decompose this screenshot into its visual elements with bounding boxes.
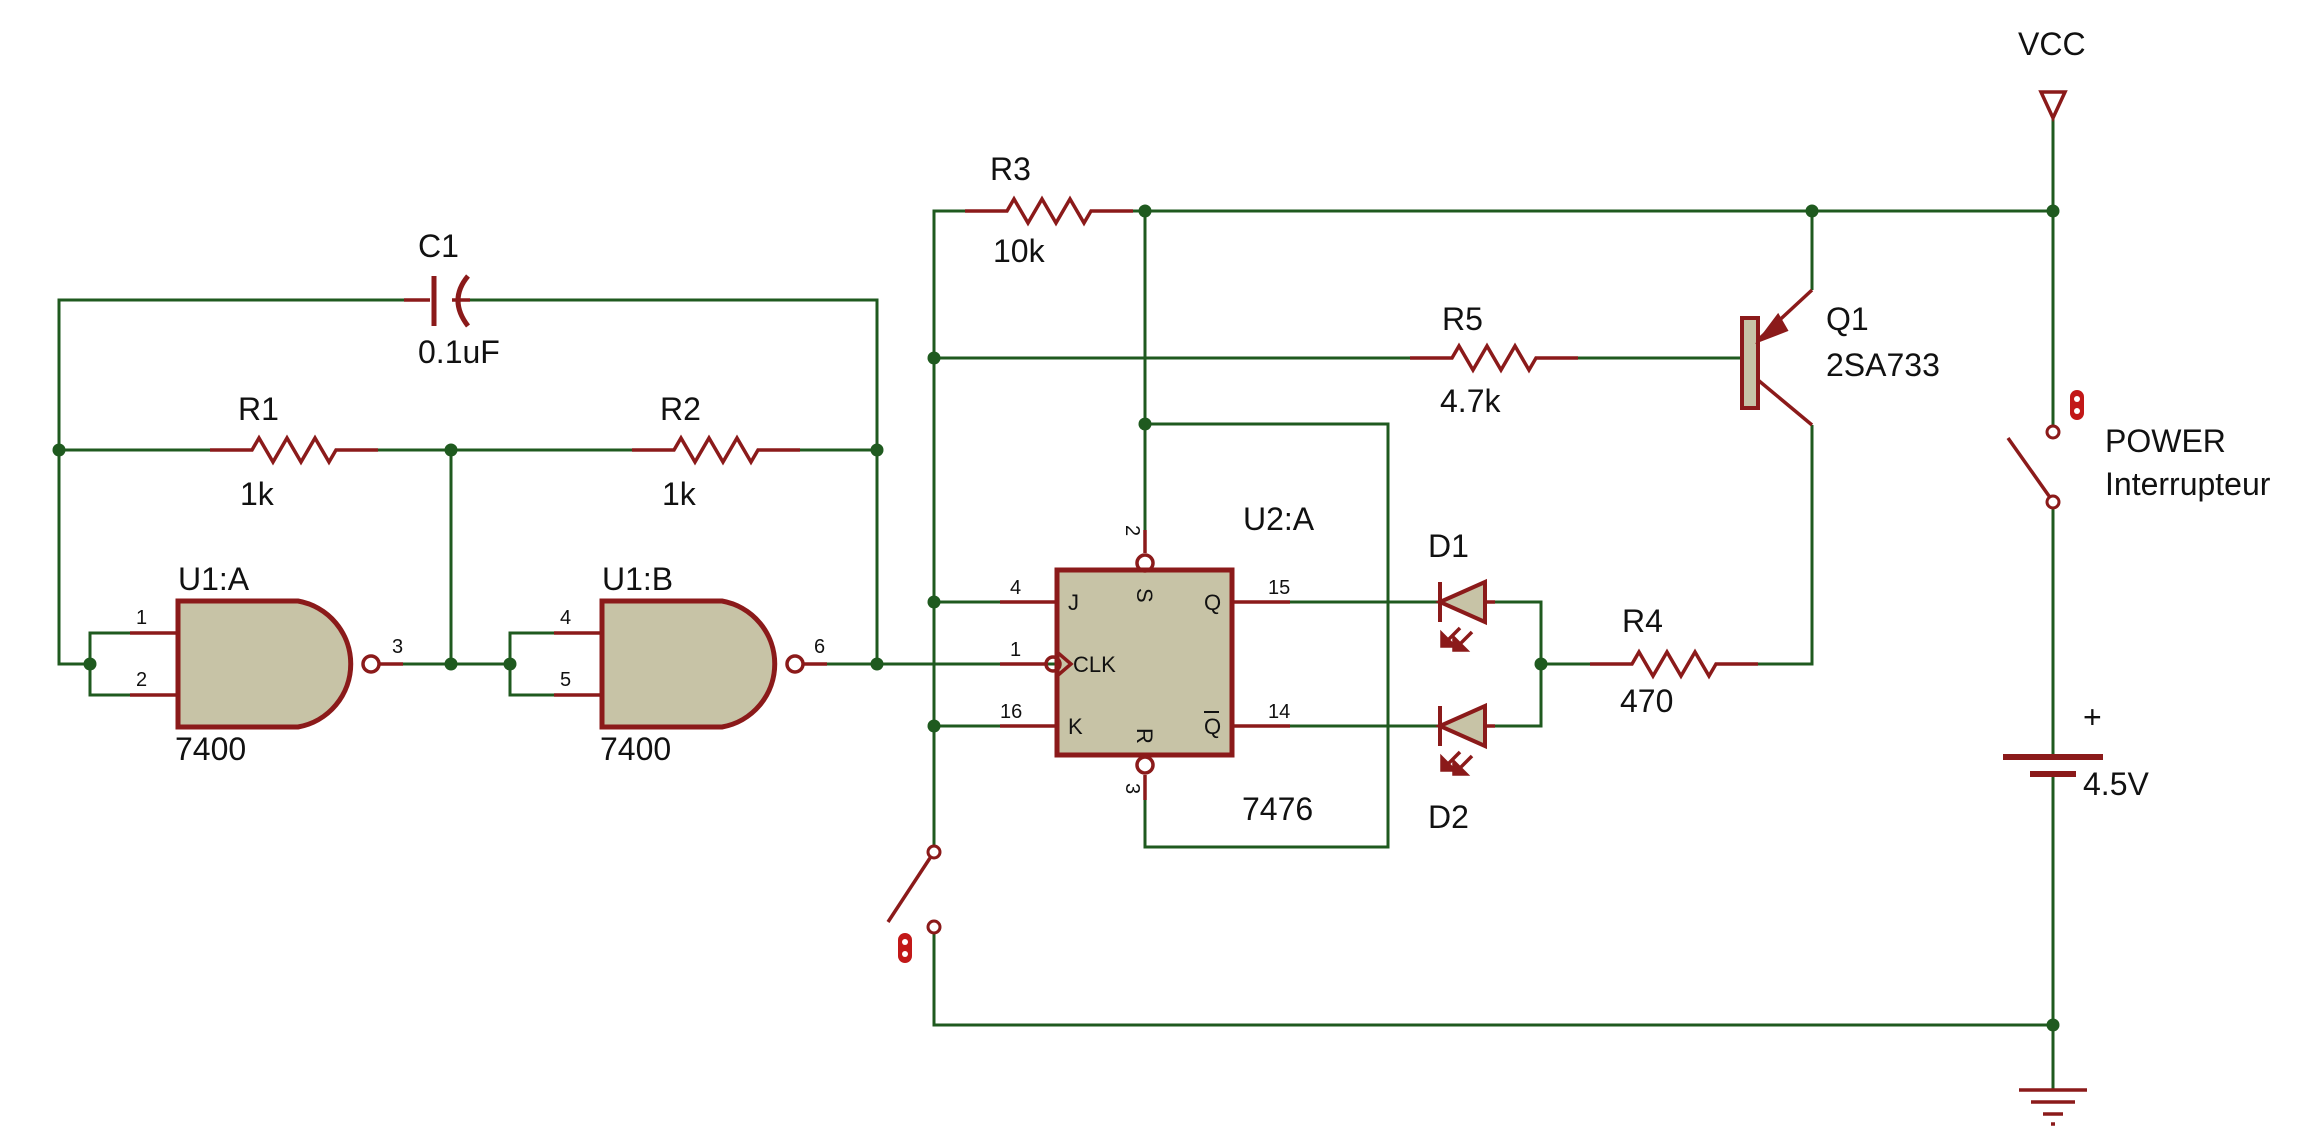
resistor-r1[interactable]: R1 1k <box>208 391 380 512</box>
r5-value: 4.7k <box>1440 383 1501 419</box>
q1-value: 2SA733 <box>1826 347 1940 383</box>
d2-ref: D2 <box>1428 799 1469 835</box>
u2a-pin-q: 15 <box>1268 577 1290 599</box>
capacitor-c1[interactable]: C1 0.1uF <box>404 228 500 370</box>
pushbutton-switch[interactable] <box>886 844 942 963</box>
u1a-ref: U1:A <box>178 561 250 597</box>
resistor-r4[interactable]: R4 470 <box>1588 603 1760 719</box>
junction <box>1138 417 1152 431</box>
r4-value: 470 <box>1620 683 1673 719</box>
junction <box>1138 204 1152 218</box>
u1a-pin-1: 1 <box>136 607 147 629</box>
u1b-pin-5: 5 <box>560 669 571 691</box>
u2a-part: 7476 <box>1242 791 1313 827</box>
battery[interactable]: + 4.5V <box>2003 699 2149 802</box>
junction <box>927 595 941 609</box>
junction <box>1805 204 1819 218</box>
junction <box>444 657 458 671</box>
u2a-pin-clk: 1 <box>1010 639 1021 661</box>
u2a-pin-qbar: 14 <box>1268 701 1290 723</box>
junction <box>2046 204 2060 218</box>
ground-symbol <box>2019 1088 2087 1126</box>
switch-actuator-icon[interactable] <box>898 933 912 963</box>
u2a-in-clk: CLK <box>1073 652 1116 677</box>
wire-set-reset-loop <box>1143 422 1390 849</box>
vcc-label: VCC <box>2018 26 2086 62</box>
u1b-ref: U1:B <box>602 561 673 597</box>
r5-ref: R5 <box>1442 301 1483 337</box>
transistor-q1[interactable]: Q1 2SA733 <box>1740 288 1940 427</box>
r1-ref: R1 <box>238 391 279 427</box>
led-d1[interactable]: D1 <box>1428 528 1495 652</box>
resistor-r3[interactable]: R3 10k <box>963 151 1135 269</box>
wire-u1a-in <box>57 450 90 666</box>
junctions <box>52 204 2060 1032</box>
c1-value: 0.1uF <box>418 334 500 370</box>
junction <box>2046 1018 2060 1032</box>
junction <box>83 657 97 671</box>
u2a-pin-r: 3 <box>1121 783 1143 794</box>
wire-u1b-pins <box>508 631 602 697</box>
u2a-in-q: Q <box>1204 590 1221 615</box>
junction <box>52 443 66 457</box>
u2a-in-j: J <box>1068 590 1079 615</box>
u2a-pin-s: 2 <box>1121 525 1143 536</box>
nand-gate-u1a[interactable]: U1:A 7400 1 2 3 <box>130 561 403 767</box>
u1b-pin-4: 4 <box>560 607 571 629</box>
wire-c1-right <box>470 298 879 450</box>
u2a-in-qbar: Q <box>1204 714 1221 739</box>
wire-ground-bus <box>932 927 2053 1027</box>
r1-value: 1k <box>240 476 275 512</box>
power-switch[interactable]: POWER Interrupteur <box>2006 390 2271 510</box>
junction <box>444 443 458 457</box>
q1-ref: Q1 <box>1826 301 1869 337</box>
r3-ref: R3 <box>990 151 1031 187</box>
d1-ref: D1 <box>1428 528 1469 564</box>
wires <box>57 118 2055 1090</box>
junction <box>927 351 941 365</box>
wire-led-join <box>1485 600 1543 728</box>
led-d2[interactable]: D2 <box>1428 702 1495 835</box>
junction <box>1534 657 1548 671</box>
u2a-pin-k: 16 <box>1000 701 1022 723</box>
wire-r4-right <box>1733 425 1814 666</box>
u2a-pin-j: 4 <box>1010 577 1021 599</box>
u1b-pin-6: 6 <box>814 636 825 658</box>
r2-value: 1k <box>662 476 697 512</box>
nand-gate-u1b[interactable]: U1:B 7400 4 5 6 <box>554 561 827 767</box>
junction <box>870 657 884 671</box>
u2a-in-s: S <box>1132 588 1157 603</box>
flipflop-u2a[interactable]: U2:A 7476 J CLK K S R Q Q 4 1 16 2 3 15 … <box>1000 501 1315 827</box>
u2a-ref: U2:A <box>1243 501 1315 537</box>
vcc-symbol: VCC <box>2018 26 2086 123</box>
u1a-pin-2: 2 <box>136 669 147 691</box>
c1-ref: C1 <box>418 228 459 264</box>
wire-c1-left <box>57 298 404 450</box>
power-switch-actuator-icon[interactable] <box>2070 390 2084 420</box>
junction <box>870 443 884 457</box>
wire-left-bus <box>932 209 965 852</box>
battery-value: 4.5V <box>2083 766 2149 802</box>
r2-ref: R2 <box>660 391 701 427</box>
u1a-pin-3: 3 <box>392 636 403 658</box>
junction <box>503 657 517 671</box>
power-switch-label: POWER <box>2105 423 2226 459</box>
junction <box>927 719 941 733</box>
r4-ref: R4 <box>1622 603 1663 639</box>
u2a-in-r: R <box>1132 728 1157 744</box>
power-switch-sublabel: Interrupteur <box>2105 466 2271 502</box>
wire-u1a-pins <box>88 631 178 697</box>
u1a-part: 7400 <box>175 731 246 767</box>
battery-plus: + <box>2083 699 2102 735</box>
r3-value: 10k <box>993 233 1046 269</box>
u2a-in-k: K <box>1068 714 1083 739</box>
resistor-r5[interactable]: R5 4.7k <box>1408 301 1580 419</box>
resistor-r2[interactable]: R2 1k <box>630 391 802 512</box>
u1b-part: 7400 <box>600 731 671 767</box>
